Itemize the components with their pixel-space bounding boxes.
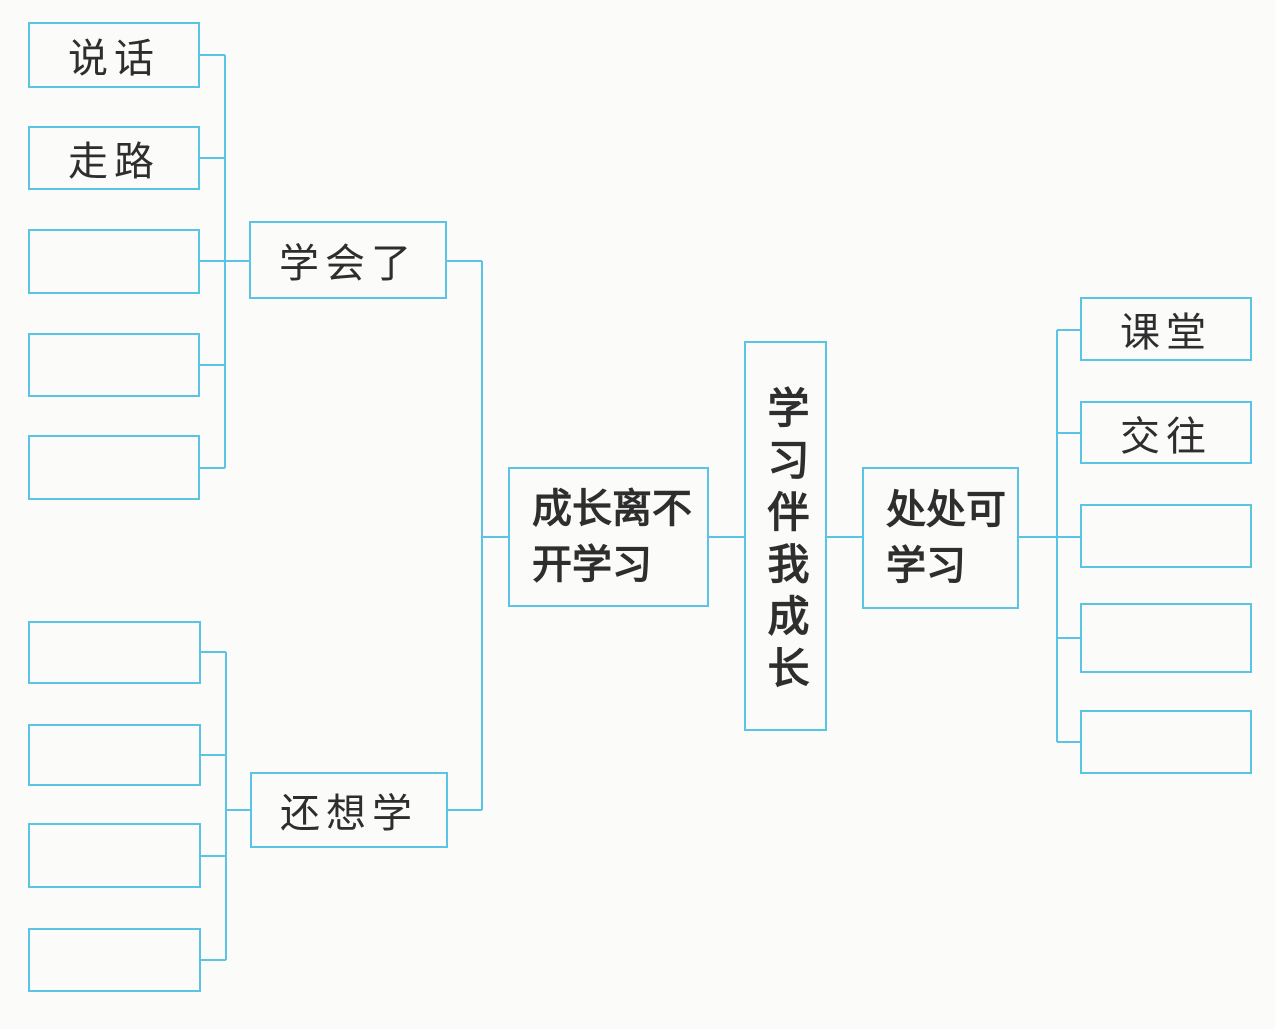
learned-child-walking: 走路 xyxy=(28,126,200,190)
parent-learn-everywhere: 处处可学习 xyxy=(862,467,1019,609)
branch-learned: 学会了 xyxy=(249,221,447,299)
want-child-empty-1 xyxy=(28,621,201,684)
everywhere-child-empty-1 xyxy=(1080,504,1252,568)
want-child-empty-2 xyxy=(28,724,201,786)
root-learning-accompanies-growth: 学习伴我成长 xyxy=(744,341,827,731)
learned-child-empty-3 xyxy=(28,435,200,500)
everywhere-child-classroom: 课堂 xyxy=(1080,297,1252,361)
learned-child-empty-1 xyxy=(28,229,200,294)
everywhere-child-empty-3 xyxy=(1080,710,1252,774)
parent-growth-needs-learning: 成长离不开学习 xyxy=(508,467,709,607)
want-child-empty-4 xyxy=(28,928,201,992)
everywhere-child-socializing: 交往 xyxy=(1080,401,1252,464)
everywhere-child-empty-2 xyxy=(1080,603,1252,673)
branch-still-want-to-learn: 还想学 xyxy=(250,772,448,848)
learned-child-speaking: 说话 xyxy=(28,22,200,88)
learned-child-empty-2 xyxy=(28,333,200,397)
want-child-empty-3 xyxy=(28,823,201,888)
